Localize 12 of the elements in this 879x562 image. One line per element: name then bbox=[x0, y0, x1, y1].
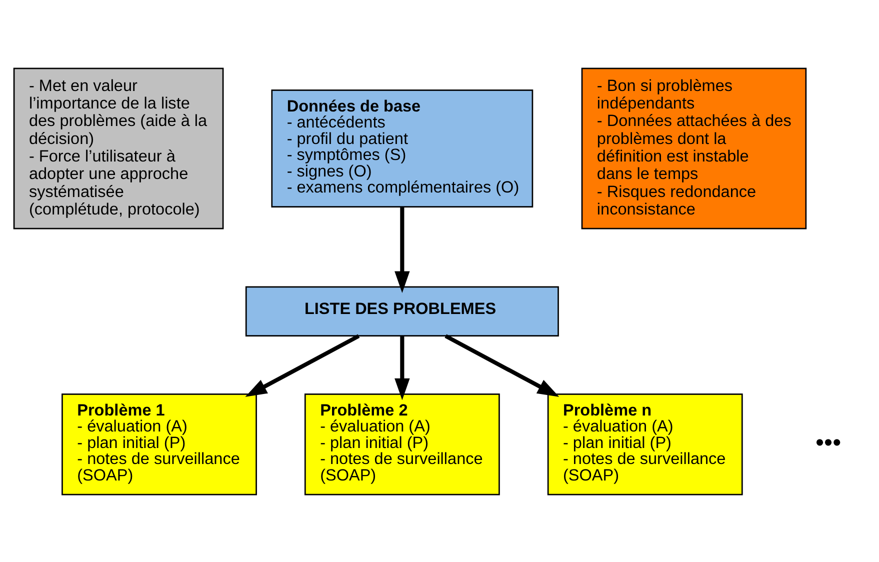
arrow bbox=[394, 206, 410, 292]
node-box: Problème n - évaluation (A) - plan initial (P) - notes de surveillance (SOAP) bbox=[547, 392, 743, 495]
arrow bbox=[394, 336, 410, 400]
node-box: - Met en valeur l’importance de la liste des problèmes (aide à la décision) - Force l’utilisateur à adopter une approche systématisée (complétude, protocole) bbox=[13, 67, 224, 229]
label: ••• bbox=[816, 428, 842, 456]
arrow bbox=[444, 334, 560, 396]
arrow bbox=[245, 334, 360, 396]
node-box: Problème 2 - évaluation (A) - plan initial (P) - notes de surveillance (SOAP) bbox=[304, 392, 500, 495]
node-box: Problème 1 - évaluation (A) - plan initial (P) - notes de surveillance (SOAP) bbox=[62, 392, 257, 495]
node-box: - Bon si problèmes indépendants - Données attachées à des problèmes dont la définition est instable dans le temps - Risques redondance inconsistance bbox=[581, 67, 807, 229]
node-box: LISTE DES PROBLEMES bbox=[245, 286, 559, 336]
node-box: Données de base - antécédents - profil du patient - symptômes (S) - signes (O) - examens complémentaires (O) bbox=[271, 88, 534, 208]
